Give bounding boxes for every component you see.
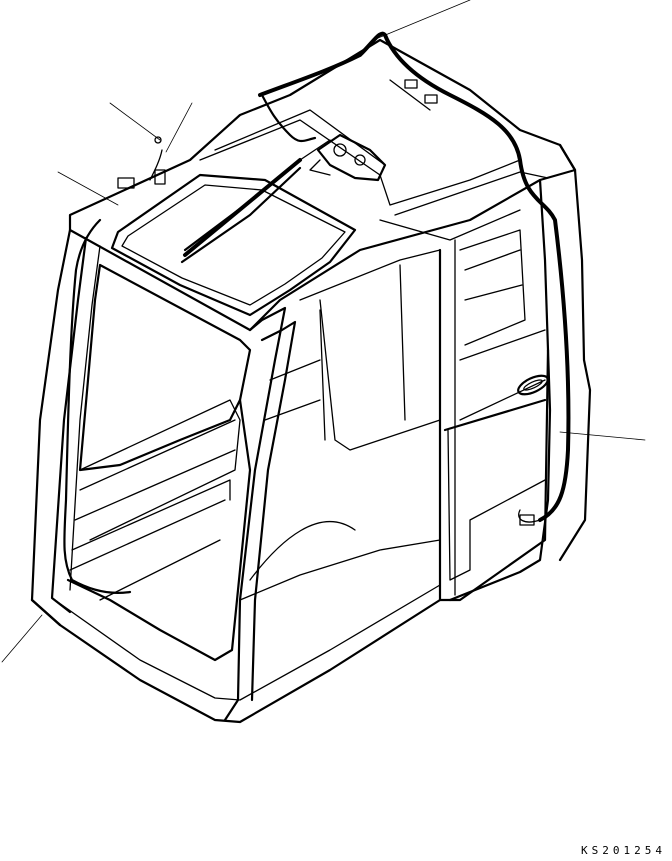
- leader-line-right: [559, 431, 646, 441]
- leader-line-left-upper-a: [109, 102, 161, 141]
- rear-grille: [517, 374, 549, 396]
- leader-lines: [1, 0, 646, 663]
- door-panel: [438, 248, 550, 602]
- bottom-sill: [30, 598, 442, 724]
- wiper-icon: [180, 139, 331, 264]
- left-interior-panel: [79, 399, 241, 541]
- floor-line: [239, 539, 441, 601]
- wiring-harness-icon: [63, 31, 571, 594]
- leader-line-left-mid: [57, 171, 119, 206]
- leader-line-left-upper-b: [165, 102, 193, 153]
- leader-line-top-right: [377, 0, 471, 39]
- rear-interior-frame: [299, 249, 441, 451]
- wiper-motor-icon: [309, 133, 387, 182]
- roof-window: [110, 173, 357, 317]
- operator-cab-illustration: [30, 38, 592, 724]
- center-pillar: [223, 306, 287, 722]
- roof-outline: [68, 38, 577, 332]
- drawing-code: KS201254: [581, 844, 666, 857]
- left-window: [78, 263, 252, 472]
- front-lower-window: [66, 398, 252, 662]
- leader-line-lower-left: [1, 614, 43, 663]
- rear-right-pillar: [448, 178, 552, 602]
